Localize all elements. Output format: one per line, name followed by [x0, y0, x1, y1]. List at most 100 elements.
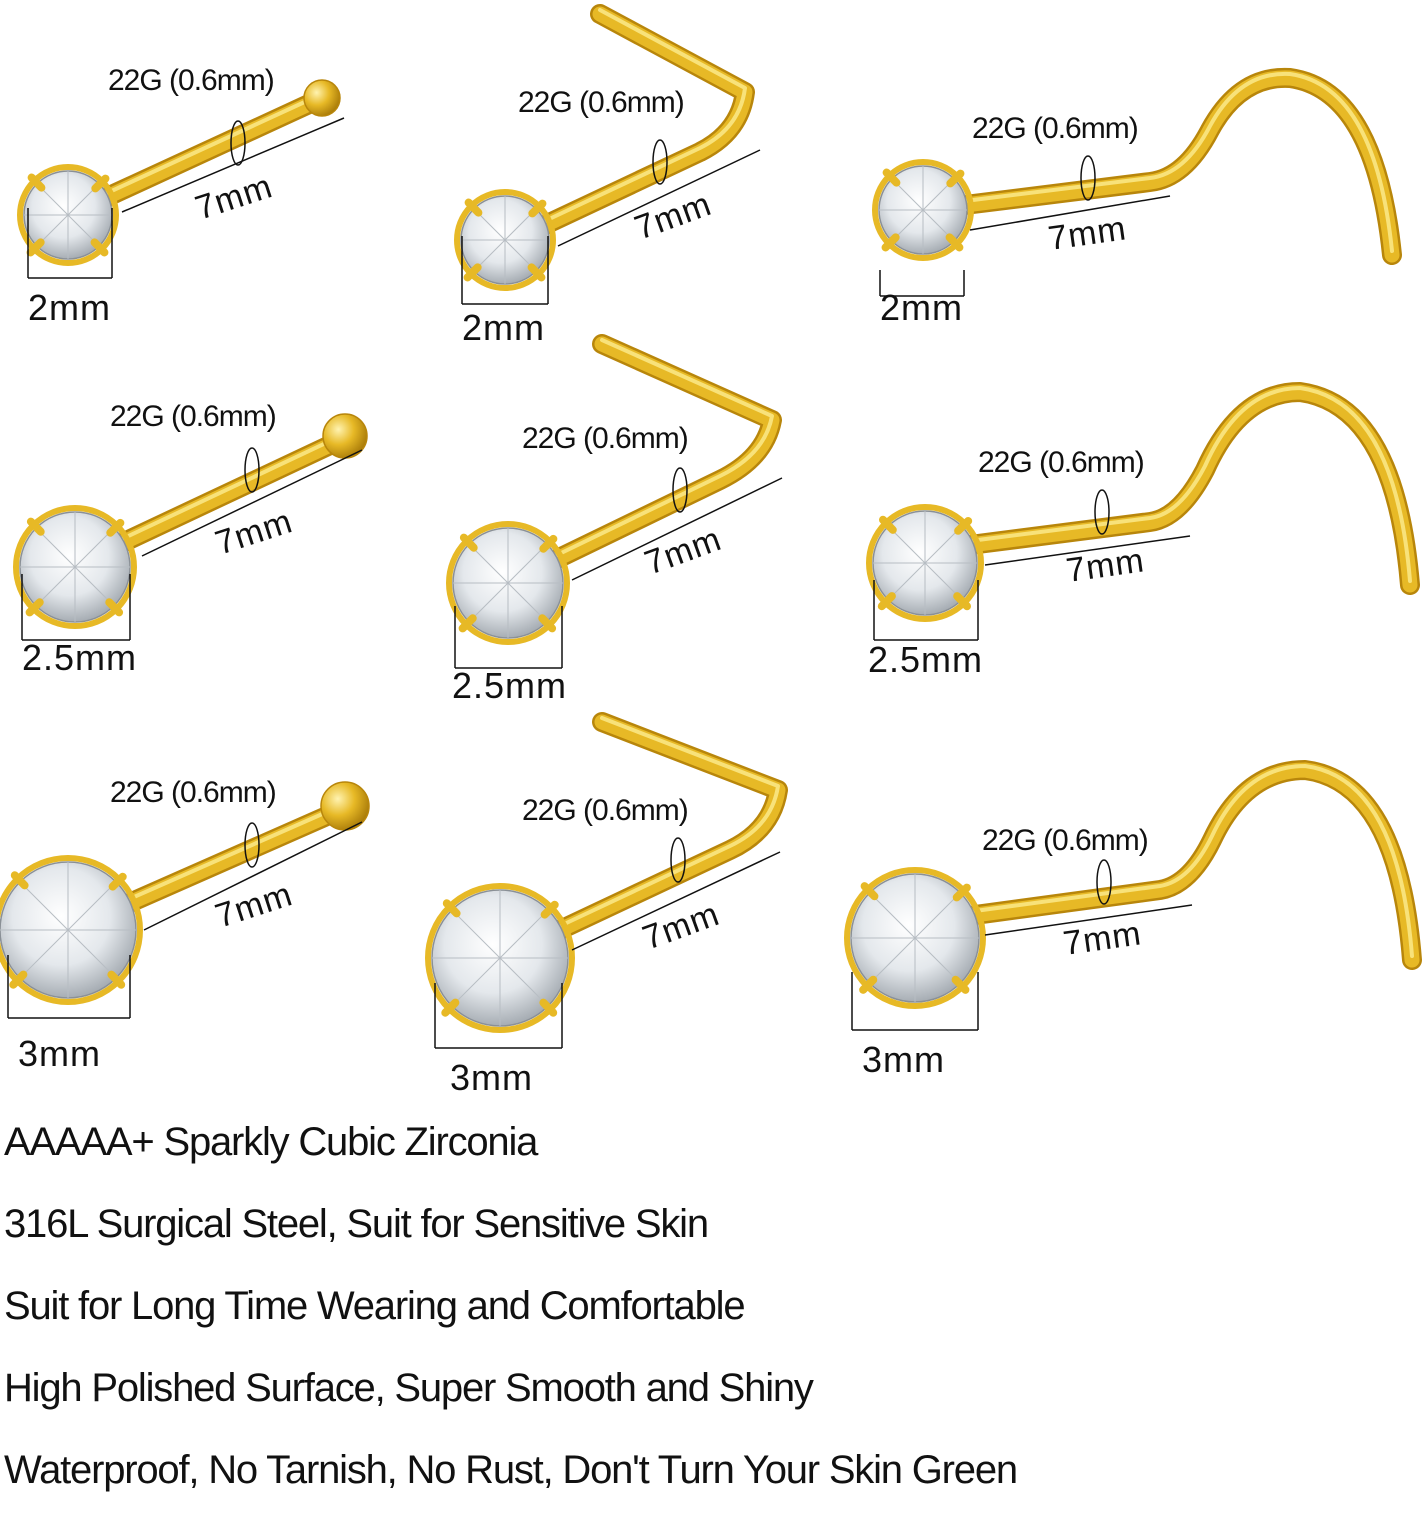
gem-prong	[953, 592, 971, 611]
stud-ball-end	[303, 79, 341, 117]
gem-prong	[945, 233, 964, 252]
gem-prong	[946, 169, 965, 188]
gem-facet	[67, 881, 117, 931]
gem-facet	[35, 566, 76, 607]
gem-prong	[459, 533, 478, 552]
gauge-label: 22G (0.6mm)	[522, 422, 688, 455]
feature-item: Waterproof, No Tarnish, No Rust, Don't T…	[4, 1448, 1018, 1492]
length-line	[143, 821, 363, 931]
feature-item: Suit for Long Time Wearing and Comfortab…	[4, 1284, 746, 1328]
gem-prong	[26, 517, 45, 536]
gauge-label: 22G (0.6mm)	[522, 794, 688, 827]
stud-post-highlight	[553, 338, 774, 558]
stud-post-highlight	[103, 92, 324, 196]
gauge-marker	[244, 822, 260, 868]
gem-setting	[844, 867, 986, 1009]
gem-facet	[451, 909, 501, 959]
gem-setting	[872, 159, 974, 261]
gem-setting	[0, 855, 143, 1005]
stud-post-highlight	[118, 432, 347, 542]
gem-facet	[451, 957, 501, 1007]
gem-setting	[13, 505, 137, 629]
gem-facet	[499, 957, 549, 1007]
gauge-marker	[230, 120, 246, 166]
gauge-marker	[652, 139, 668, 185]
diameter-label: 3mm	[450, 1057, 533, 1098]
gem-facet	[914, 892, 961, 939]
gauge-marker	[672, 467, 688, 513]
length-line	[571, 851, 781, 951]
gem-setting	[446, 521, 570, 645]
gauge-marker	[1094, 489, 1110, 535]
gem-prong	[954, 517, 973, 535]
gauge-label: 22G (0.6mm)	[982, 824, 1148, 857]
gem-prong	[108, 872, 127, 891]
diameter-label: 3mm	[862, 1039, 945, 1080]
gem-prong	[528, 199, 547, 218]
gauge-label: 22G (0.6mm)	[972, 112, 1138, 145]
gauge-label: 22G (0.6mm)	[518, 86, 684, 119]
diameter-label: 2.5mm	[22, 637, 137, 678]
gauge-marker	[1096, 859, 1112, 905]
gem-facet	[869, 892, 916, 939]
gem-setting	[454, 189, 556, 291]
gauge-label: 22G (0.6mm)	[110, 400, 276, 433]
gem-facet	[499, 909, 549, 959]
gem-prong	[10, 871, 29, 890]
gem-facet	[67, 929, 117, 979]
stud-post	[537, 6, 753, 233]
gem-prong	[952, 883, 971, 902]
gem-prong	[463, 263, 482, 282]
stud-post	[97, 90, 330, 206]
gauge-marker	[244, 447, 260, 493]
feature-item: 316L Surgical Steel, Suit for Sensitive …	[4, 1202, 709, 1246]
stud-post-highlight	[558, 716, 780, 928]
length-line	[141, 449, 363, 557]
length-label: 7mm	[211, 875, 297, 935]
length-label: 7mm	[640, 520, 727, 583]
gem-facet	[468, 582, 509, 623]
gem-prong	[540, 900, 559, 919]
gauge-marker	[670, 837, 686, 883]
diameter-label: 2.5mm	[452, 665, 567, 706]
length-line	[984, 904, 1193, 936]
gem-prong	[26, 238, 45, 257]
gem-prong	[539, 998, 558, 1017]
gauge-label: 22G (0.6mm)	[110, 776, 276, 809]
gem-prong	[25, 598, 44, 617]
gem-prong	[90, 238, 109, 257]
gem-facet	[869, 937, 916, 984]
stud-post	[112, 430, 353, 552]
diameter-label: 2mm	[880, 287, 963, 328]
gem-prong	[464, 198, 483, 217]
length-label: 7mm	[211, 502, 297, 562]
gem-prong	[442, 899, 461, 918]
gem-prong	[527, 263, 546, 282]
feature-list: AAAAA+ Sparkly Cubic Zirconia 316L Surgi…	[4, 1110, 1018, 1520]
diameter-label: 2.5mm	[868, 639, 983, 680]
gem-prong	[91, 174, 110, 193]
gem-setting	[866, 504, 984, 622]
gem-prong	[860, 882, 879, 901]
length-line	[571, 477, 783, 581]
diameter-label: 2mm	[462, 307, 545, 348]
length-line	[557, 149, 761, 247]
gem-prong	[539, 534, 558, 553]
gem-prong	[881, 233, 900, 252]
length-line	[984, 535, 1191, 566]
gem-prong	[458, 614, 477, 633]
nose-stud-ball: 22G (0.6mm) 7mm 2.5mm	[13, 400, 368, 678]
length-label: 7mm	[1064, 541, 1147, 590]
gem-facet	[19, 929, 69, 979]
nose-stud-l: 22G (0.6mm) 7mm 3mm	[425, 712, 788, 1098]
gem-prong	[441, 998, 460, 1017]
gem-setting	[17, 164, 119, 266]
gem-prong	[27, 173, 46, 192]
gauge-marker	[1080, 155, 1096, 201]
gem-prong	[951, 975, 970, 994]
length-label: 7mm	[638, 895, 725, 958]
gem-setting	[425, 883, 575, 1033]
